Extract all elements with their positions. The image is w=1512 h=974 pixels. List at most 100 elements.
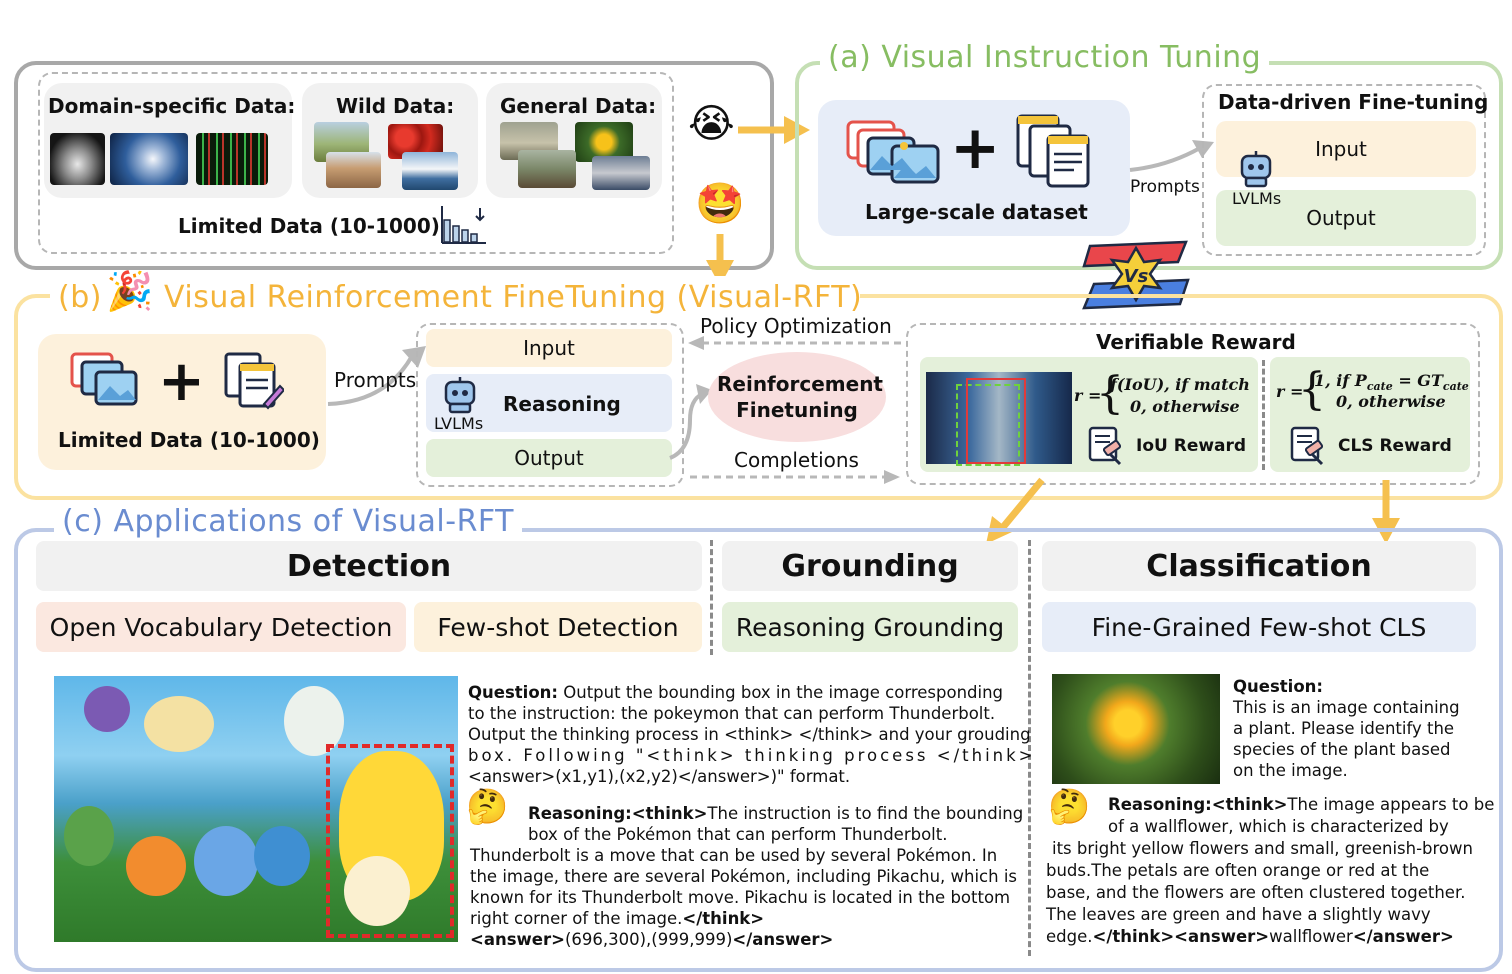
large-scale-dataset-caption: Large-scale dataset: [865, 200, 1088, 224]
classification-header: Classification: [1042, 541, 1476, 591]
cls-question-label: Question:: [1233, 677, 1324, 696]
cls-reason-1: The image appears to be: [1287, 795, 1495, 814]
iou-reward-label: IoU Reward: [1136, 436, 1247, 456]
cls-formula-1c: = GT: [1392, 371, 1443, 390]
cls-question-4: on the image.: [1233, 761, 1348, 780]
xray-image: [50, 133, 105, 185]
plus-sign-b: +: [158, 349, 205, 414]
panel-b-title-prefix: (b): [58, 280, 102, 315]
det-reason-1: The instruction is to find the bounding: [707, 804, 1024, 823]
cls-brace: {: [1298, 364, 1326, 415]
iou-r-symbol: r =: [1074, 386, 1102, 405]
pokemon-character-1: [84, 686, 130, 732]
applications-panel: [14, 528, 1503, 972]
detection-label: Detection: [286, 548, 452, 584]
det-answer-open: <answer>: [470, 930, 565, 949]
cls-formula-1b: cate: [1366, 380, 1393, 394]
grounding-label: Grounding: [781, 548, 959, 584]
input-box-a: Input: [1216, 121, 1476, 177]
plus-sign-a: +: [950, 113, 1001, 183]
limited-data-caption: Limited Data (10-1000): [178, 214, 440, 238]
star-eyes-face-icon: 🤩: [695, 181, 745, 227]
document-icon-b: [224, 352, 284, 410]
bar-chart-icon: [441, 206, 486, 244]
det-reason-6: right corner of the image.: [470, 909, 683, 928]
cls-question-3: species of the plant based: [1233, 740, 1451, 759]
det-reason-5: known for its Thunderbolt move. Pikachu …: [470, 888, 1011, 907]
ovd-box: Open Vocabulary Detection: [36, 602, 406, 652]
cls-reward-label: CLS Reward: [1338, 436, 1452, 456]
wild-data-label: Wild Data:: [336, 94, 455, 118]
iou-formula-line-2: 0, otherwise: [1130, 397, 1240, 416]
cls-formula-1a: 1, if P: [1314, 371, 1367, 390]
iou-brace: {: [1096, 368, 1124, 419]
general-data-label: General Data:: [500, 94, 657, 118]
thinking-face-icon-cls: 🤔: [1048, 787, 1091, 827]
image-stack-icon-b: [70, 352, 138, 406]
pokemon-character-8: [344, 856, 410, 926]
prompts-arrow-b: [327, 346, 426, 406]
arrow-to-b-icon: [706, 234, 734, 286]
stock-image: [196, 133, 268, 185]
iou-box-red: [966, 378, 1026, 464]
fgcls-label: Fine-Grained Few-shot CLS: [1091, 612, 1427, 642]
det-question-4: box. Following "<think> thinking process…: [468, 746, 1036, 765]
robot-icon-b: [444, 377, 476, 414]
input-box-b: Input: [426, 329, 672, 367]
verifiable-reward-title: Verifiable Reward: [1096, 330, 1296, 354]
rg-label: Reasoning Grounding: [735, 612, 1005, 642]
cls-reason-label: Reasoning:<think>: [1108, 795, 1288, 814]
cls-question-2: a plant. Please identify the: [1233, 719, 1455, 738]
panel-b-title-bg: [50, 276, 860, 316]
document-stack-icon: [1016, 114, 1090, 188]
flower-example-image: [1052, 674, 1220, 784]
cls-answer-close: </answer>: [1352, 927, 1454, 946]
rft-ellipse: Reinforcement Finetuning: [708, 352, 886, 442]
detection-question: Question: Output the bounding box in the…: [468, 682, 1036, 787]
panel-c-title: (c) Applications of Visual-RFT: [54, 504, 522, 539]
divider-det-grd: [710, 540, 713, 655]
det-question-1: Output the bounding box in the image cor…: [558, 683, 1004, 702]
fsd-box: Few-shot Detection: [414, 602, 702, 652]
flower-image: [575, 122, 633, 162]
prompts-label-b: Prompts: [334, 368, 417, 392]
pokemon-image: [54, 676, 458, 942]
det-answer-close: </answer>: [732, 930, 834, 949]
output-box-b: Output: [426, 439, 672, 477]
grounding-header: Grounding: [722, 541, 1018, 591]
fgcls-box: Fine-Grained Few-shot CLS: [1042, 602, 1476, 652]
pokemon-character-5: [126, 836, 186, 896]
prompts-label-a: Prompts: [1130, 177, 1200, 197]
input-label-a: Input: [1315, 137, 1367, 161]
data-driven-finetuning-title: Data-driven Fine-tuning: [1218, 90, 1489, 114]
input-label-b: Input: [523, 336, 575, 360]
cls-reason-3: its bright yellow flowers and small, gre…: [1052, 839, 1473, 858]
thinking-face-icon-det: 🤔: [466, 787, 509, 827]
rg-box: Reasoning Grounding: [722, 602, 1018, 652]
panel-b-title: Visual Reinforcement FineTuning (Visual-…: [164, 280, 863, 315]
policy-arrow: [688, 336, 902, 350]
image-stack-icon: [846, 120, 940, 184]
completions-label: Completions: [734, 448, 859, 472]
robot-icon-a: [1240, 151, 1272, 188]
lvlms-label-a: LVLMs: [1232, 189, 1282, 208]
cls-formula-1d: cate: [1442, 380, 1469, 394]
completions-arrow: [690, 470, 900, 484]
lvlms-label-b: LVLMs: [434, 414, 484, 433]
det-question-3: Output the thinking process in <think> <…: [468, 725, 1031, 744]
panel-a-title: (a) Visual Instruction Tuning: [820, 40, 1270, 75]
output-label-a: Output: [1306, 206, 1376, 230]
classification-label: Classification: [1146, 548, 1372, 584]
verifiable-reward-box: [906, 323, 1480, 485]
det-think-end: </think>: [682, 909, 765, 928]
limited-data-caption-b: Limited Data (10-1000): [58, 428, 320, 452]
rft-label: Reinforcement Finetuning: [717, 372, 883, 422]
limited-data-panel: [14, 61, 774, 270]
cls-reason-6: The leaves are green and have a slightly…: [1046, 905, 1431, 924]
cls-answer-value: wallflower: [1269, 927, 1353, 946]
cls-reason-2: of a wallflower, which is characterized …: [1108, 817, 1449, 836]
gavel-icon-cls: [1290, 426, 1324, 466]
iou-box-green: [956, 384, 1020, 466]
pokemon-character-4: [64, 806, 114, 866]
street-image: [592, 156, 650, 190]
